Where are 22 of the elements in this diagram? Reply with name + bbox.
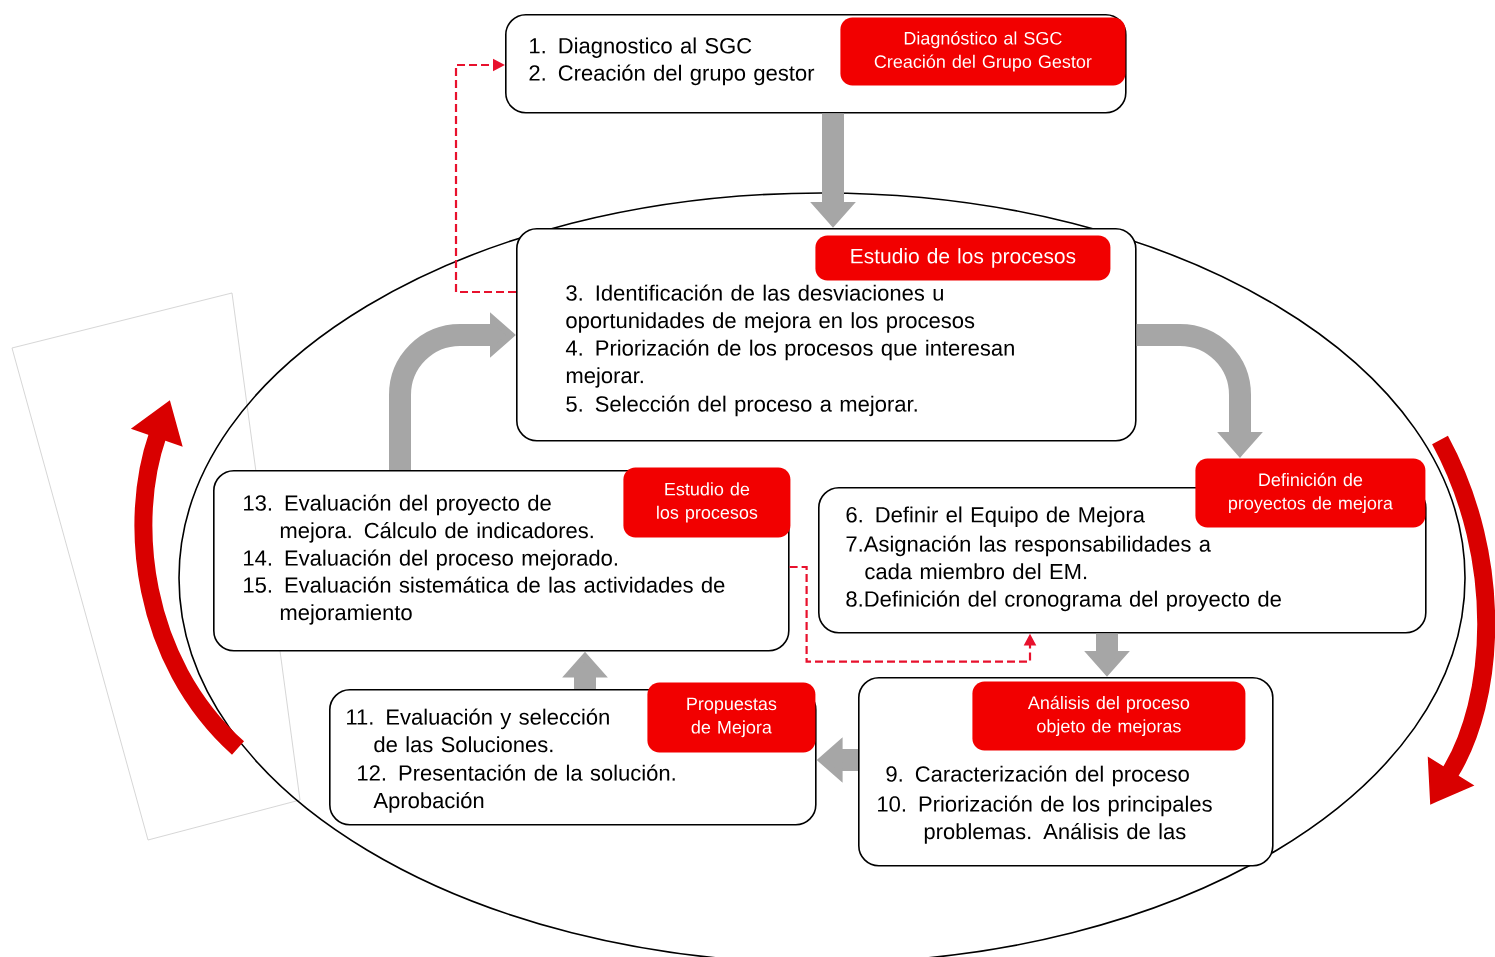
step-text: 6. Definir el Equipo de Mejora [846,506,1145,527]
heading-tab: Estudio de los procesos [623,467,791,538]
step-text: 7.Asignación las responsabilidades a cada miembro del EM. [846,535,1211,580]
step-text: 5. Selección del proceso a mejorar. [566,395,917,417]
heading-tab: Estudio de los procesos [815,235,1111,281]
step-text: 8.Definición del cronograma del proyecto de [846,590,1281,612]
step-text: 4. Priorización de los procesos que interesan mejorar. [565,339,1014,388]
step-text: 10. Priorización de los principales problemas. Análisis de las [878,795,1212,844]
step-text: 11. Evaluación y selección de las Soluciones. [347,708,609,753]
heading-tab: Definición de proyectos de mejora [1195,458,1426,528]
step-text: 14. Evaluación del proceso mejorado. [244,549,617,571]
heading-tab: Propuestas de Mejora [647,682,816,753]
heading-tab: Diagnóstico al SGC Creación del Grupo Gestor [840,17,1126,86]
step-text: 9. Caracterización del proceso [886,765,1189,787]
step-text: 2. Creación del grupo gestor [529,64,815,86]
step-text: 13. Evaluación del proyecto de mejora. Cálculo de indicadores. [244,494,593,543]
step-text: 3. Identificación de las desviaciones u oportunidades de mejora en los procesos [566,284,975,333]
heading-tab: Análisis del proceso objeto de mejoras [972,681,1246,751]
step-text: 1. Diagnostico al SGC [530,37,752,58]
step-text: 12. Presentación de la solución. Aprobación [358,764,675,813]
dashed-arrow [454,58,516,294]
step-text: 15. Evaluación sistemática de las actividades de mejoramiento [244,576,725,625]
